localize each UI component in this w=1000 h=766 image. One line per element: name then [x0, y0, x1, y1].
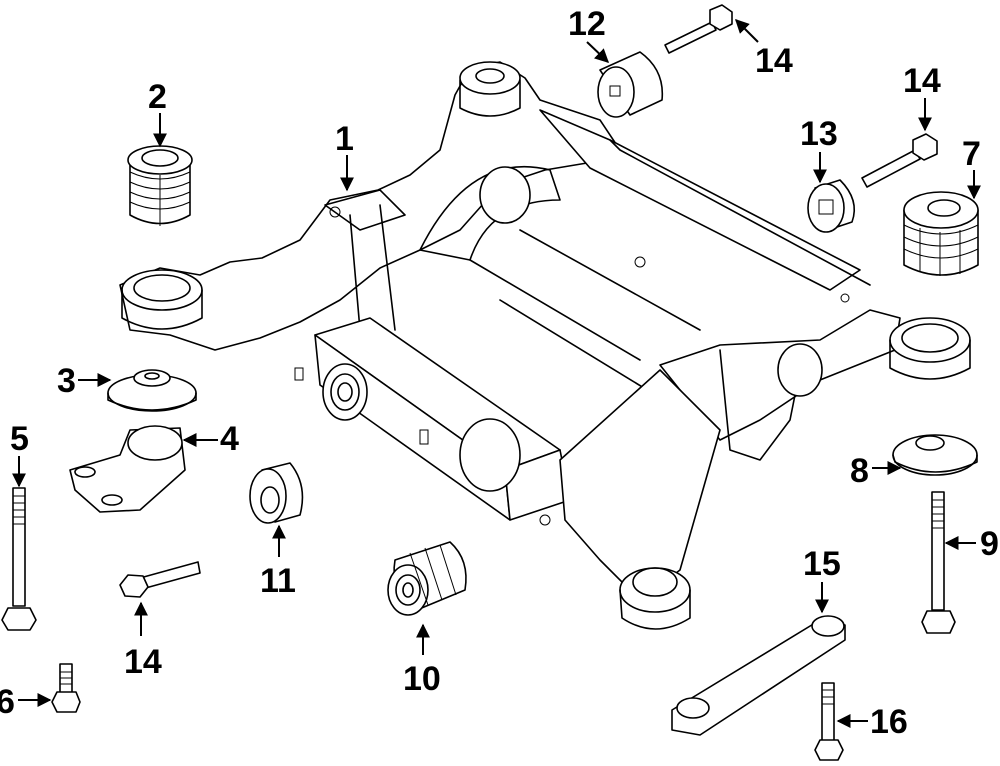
- callout-5: 5: [10, 420, 29, 488]
- callout-label: 4: [220, 420, 239, 458]
- cylindrical-bushing[interactable]: [597, 51, 664, 118]
- bolt-top[interactable]: [664, 4, 733, 54]
- callout-9: 9: [944, 525, 999, 563]
- callout-label: 15: [803, 545, 841, 583]
- callout-label: 14: [124, 643, 162, 681]
- callout-label: 7: [962, 135, 981, 173]
- long-bolt[interactable]: [1, 487, 37, 631]
- callout-14-top: 14: [735, 19, 793, 80]
- small-bushing[interactable]: [249, 462, 304, 524]
- bolt-left[interactable]: [119, 561, 201, 598]
- callout-13: 13: [800, 115, 838, 184]
- ribbed-bushing[interactable]: [387, 541, 467, 616]
- callout-label: 3: [57, 362, 76, 400]
- mount-bracket[interactable]: [69, 425, 186, 513]
- callout-7: 7: [962, 135, 981, 200]
- callout-1: 1: [335, 120, 354, 192]
- brace-bar[interactable]: [671, 615, 846, 736]
- brace-bolt[interactable]: [814, 682, 844, 761]
- callout-6: 6: [0, 683, 52, 721]
- callout-14-left: 14: [124, 601, 162, 681]
- callout-label: 8: [850, 452, 869, 490]
- callout-16: 16: [836, 703, 908, 741]
- callout-label: 6: [0, 683, 15, 721]
- callout-15: 15: [803, 545, 841, 614]
- subframe[interactable]: [119, 61, 971, 630]
- callout-label: 12: [568, 5, 606, 43]
- callout-label: 11: [260, 562, 296, 600]
- lower-washer[interactable]: [892, 434, 978, 476]
- leader-arrow: [586, 41, 610, 63]
- callout-label: 2: [148, 78, 167, 116]
- callout-8: 8: [850, 452, 902, 490]
- callout-label: 14: [755, 42, 793, 80]
- callout-11: 11: [260, 524, 296, 600]
- upper-washer[interactable]: [107, 369, 197, 412]
- bushing-front-left[interactable]: [127, 145, 193, 226]
- callout-label: 13: [800, 115, 838, 153]
- callout-3: 3: [57, 362, 112, 400]
- callout-label: 1: [335, 120, 354, 158]
- callout-2: 2: [148, 78, 167, 148]
- callout-label: 5: [10, 420, 29, 458]
- bolt-right[interactable]: [861, 133, 938, 188]
- callout-14-right: 14: [903, 62, 941, 132]
- callout-label: 9: [980, 525, 999, 563]
- callout-10: 10: [403, 623, 441, 698]
- callout-label: 14: [903, 62, 941, 100]
- callout-label: 10: [403, 660, 441, 698]
- callout-4: 4: [182, 420, 239, 458]
- bushing-rear-right[interactable]: [903, 191, 979, 276]
- grommet[interactable]: [807, 179, 856, 233]
- callout-12: 12: [568, 5, 610, 63]
- leader-arrow: [735, 19, 759, 43]
- long-bolt-right[interactable]: [921, 491, 956, 634]
- callout-label: 16: [870, 703, 908, 741]
- short-bolt[interactable]: [51, 663, 81, 713]
